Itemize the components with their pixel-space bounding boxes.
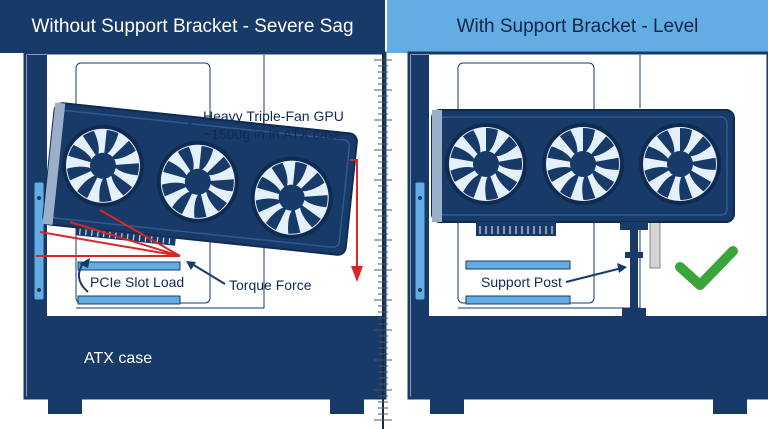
right-panel-title: With Support Bracket - Level bbox=[387, 0, 768, 53]
torque-force-label: Torque Force bbox=[229, 277, 312, 293]
checkmark-icon bbox=[675, 246, 738, 290]
gpu-fan-icon bbox=[639, 123, 721, 205]
gpu-fan-icon bbox=[445, 123, 527, 205]
gpu-label-line2: ~1500g in in ATX case bbox=[203, 126, 343, 142]
left-title-text: Without Support Bracket - Severe Sag bbox=[31, 15, 354, 37]
gpu-fan-icon bbox=[542, 123, 624, 205]
sagging-gpu bbox=[42, 102, 358, 256]
pcie-slot-load-label: PCIe Slot Load bbox=[90, 274, 184, 290]
level-gpu bbox=[431, 109, 735, 236]
arrow-icon bbox=[565, 263, 627, 283]
right-pc-case bbox=[407, 51, 768, 414]
stress-lines bbox=[36, 159, 358, 268]
left-panel-title: Without Support Bracket - Severe Sag bbox=[0, 0, 385, 53]
right-title-text: With Support Bracket - Level bbox=[456, 15, 699, 37]
support-post bbox=[620, 222, 648, 316]
ruler-icon bbox=[374, 53, 392, 429]
sag-arrow-icon bbox=[351, 266, 363, 282]
support-post-label: Support Post bbox=[481, 274, 562, 290]
gpu-label-line1: Heavy Triple-Fan GPU bbox=[203, 108, 344, 124]
case-label: ATX case bbox=[84, 350, 152, 367]
